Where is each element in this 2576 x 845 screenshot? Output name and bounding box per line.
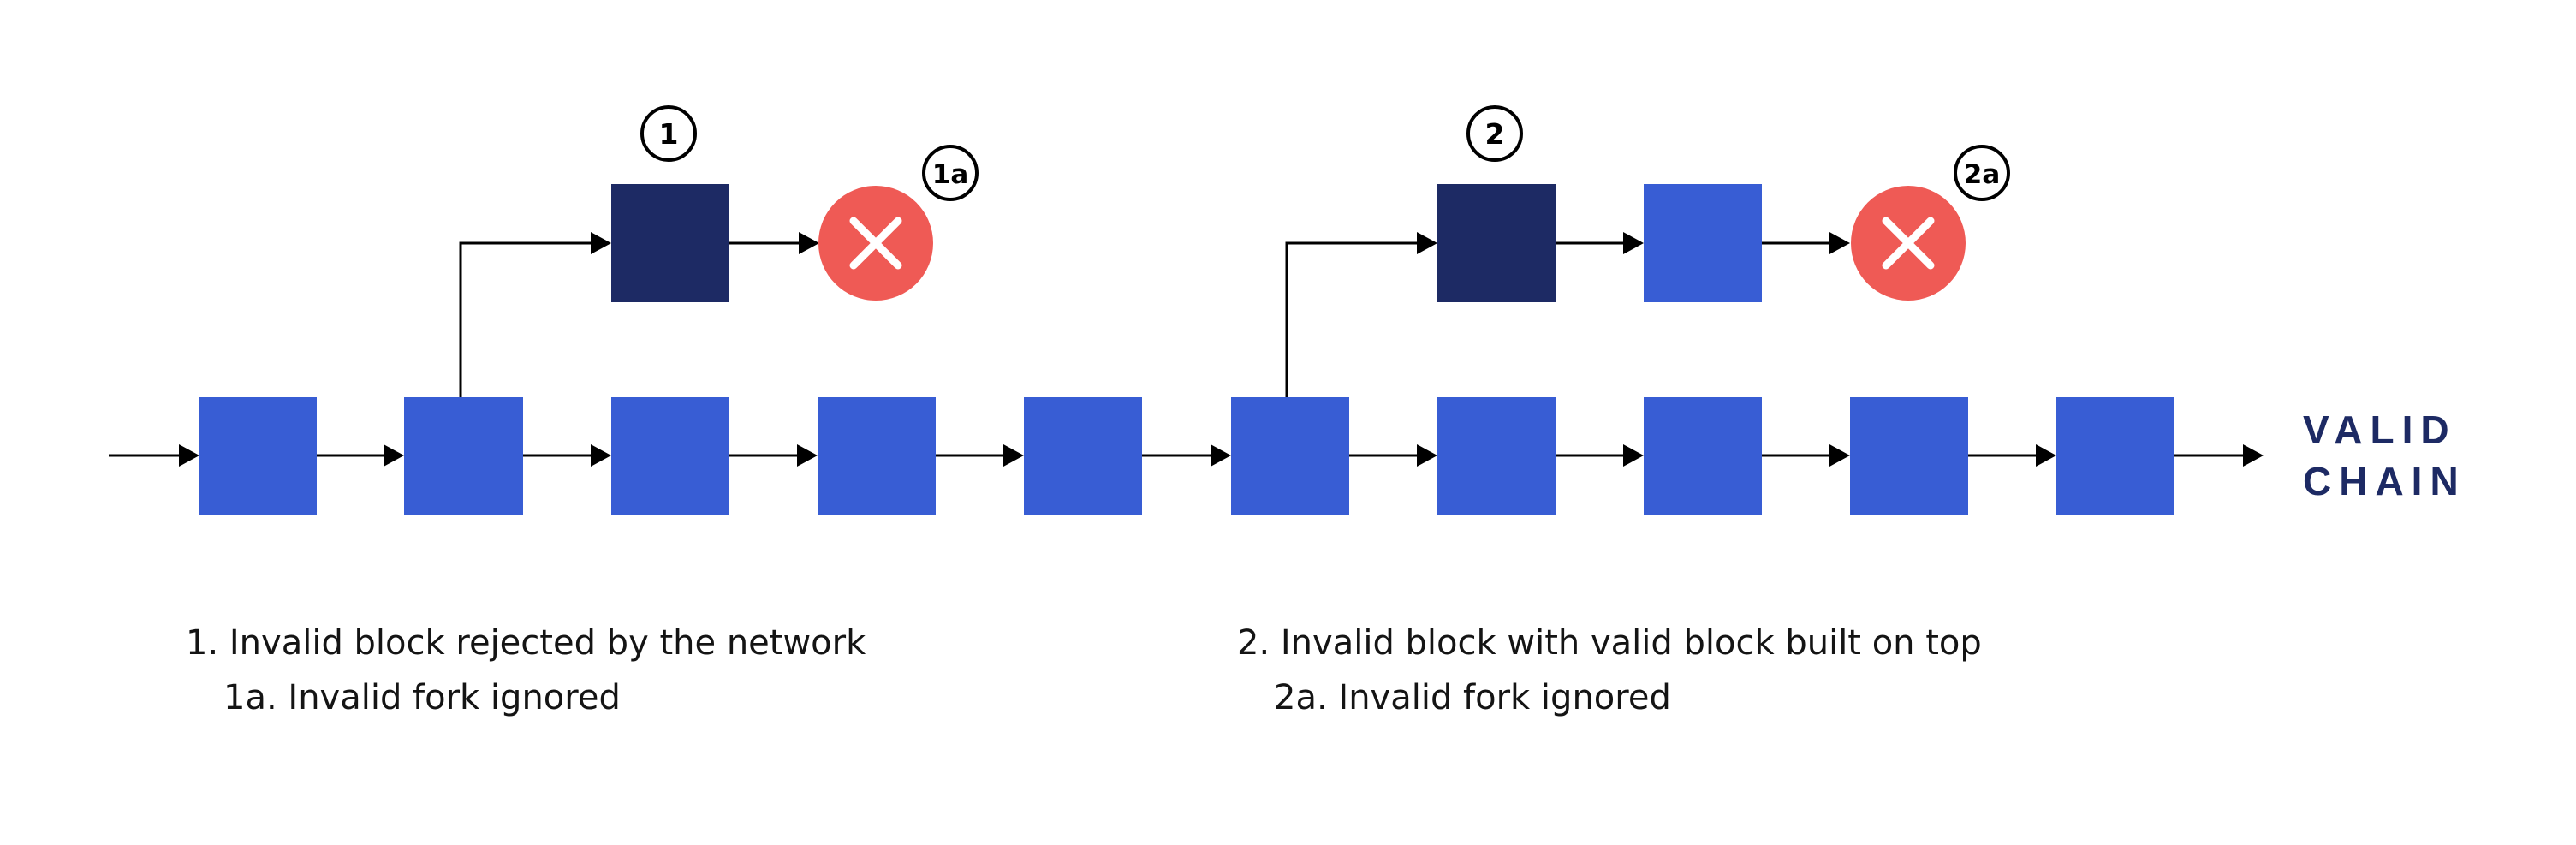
fork-2-arrow <box>1285 241 1417 397</box>
valid-block <box>1644 397 1762 515</box>
arrow-right-icon <box>2243 444 2264 467</box>
arrow-right-icon <box>591 232 611 254</box>
arrow-right-icon <box>1417 232 1437 254</box>
valid-block <box>1231 397 1349 515</box>
legend-item-1a: 1a. Invalid fork ignored <box>223 678 621 717</box>
arrow-right-icon <box>179 444 199 467</box>
arrow-right-icon <box>797 444 818 467</box>
valid-block <box>2056 397 2174 515</box>
arrow-right-icon <box>2036 444 2056 467</box>
legend-item-2: 2. Invalid block with valid block built … <box>1237 623 1982 663</box>
fork-connectors <box>459 241 1829 397</box>
fork-arrowheads <box>591 232 1850 254</box>
valid-block <box>199 397 317 515</box>
legend-item-1: 1. Invalid block rejected by the network <box>186 623 866 663</box>
rejected-fork-1a <box>818 186 933 301</box>
main-chain <box>199 397 2174 515</box>
valid-block <box>611 397 729 515</box>
badge-2-label: 2 <box>1485 117 1505 151</box>
badge-2: 2 <box>1466 105 1523 162</box>
badge-1-label: 1 <box>659 117 679 151</box>
arrow-right-icon <box>799 232 819 254</box>
arrow-right-icon <box>1623 232 1644 254</box>
arrow-right-icon <box>1623 444 1644 467</box>
valid-chain-label: VALID CHAIN <box>2303 404 2466 507</box>
badge-1a-label: 1a <box>932 159 969 190</box>
invalid-block-1 <box>611 184 729 302</box>
badge-2a-label: 2a <box>1964 159 2001 190</box>
invalid-block-2 <box>1437 184 1556 302</box>
x-mark-icon <box>1882 217 1935 270</box>
arrow-right-icon <box>591 444 611 467</box>
badge-2a: 2a <box>1954 145 2010 201</box>
arrow-right-icon <box>1003 444 1024 467</box>
x-mark-icon <box>849 217 902 270</box>
valid-block <box>1850 397 1968 515</box>
arrow-right-icon <box>1829 444 1850 467</box>
arrow-right-icon <box>1417 444 1437 467</box>
main-chain-arrowheads <box>179 444 2264 467</box>
badge-1a: 1a <box>922 145 979 201</box>
valid-block <box>1437 397 1556 515</box>
arrow-right-icon <box>1829 232 1850 254</box>
fork-1-arrow <box>459 241 591 397</box>
valid-block <box>818 397 936 515</box>
arrow-right-icon <box>384 444 404 467</box>
valid-chain-label-line-1: VALID <box>2303 408 2457 452</box>
valid-block <box>1024 397 1142 515</box>
arrow-right-icon <box>1211 444 1231 467</box>
badge-1: 1 <box>640 105 697 162</box>
valid-block <box>404 397 523 515</box>
valid-chain-label-line-2: CHAIN <box>2303 459 2466 503</box>
legend-item-2a: 2a. Invalid fork ignored <box>1274 678 1671 717</box>
valid-block-on-invalid <box>1644 184 1762 302</box>
rejected-fork-2a <box>1851 186 1966 301</box>
